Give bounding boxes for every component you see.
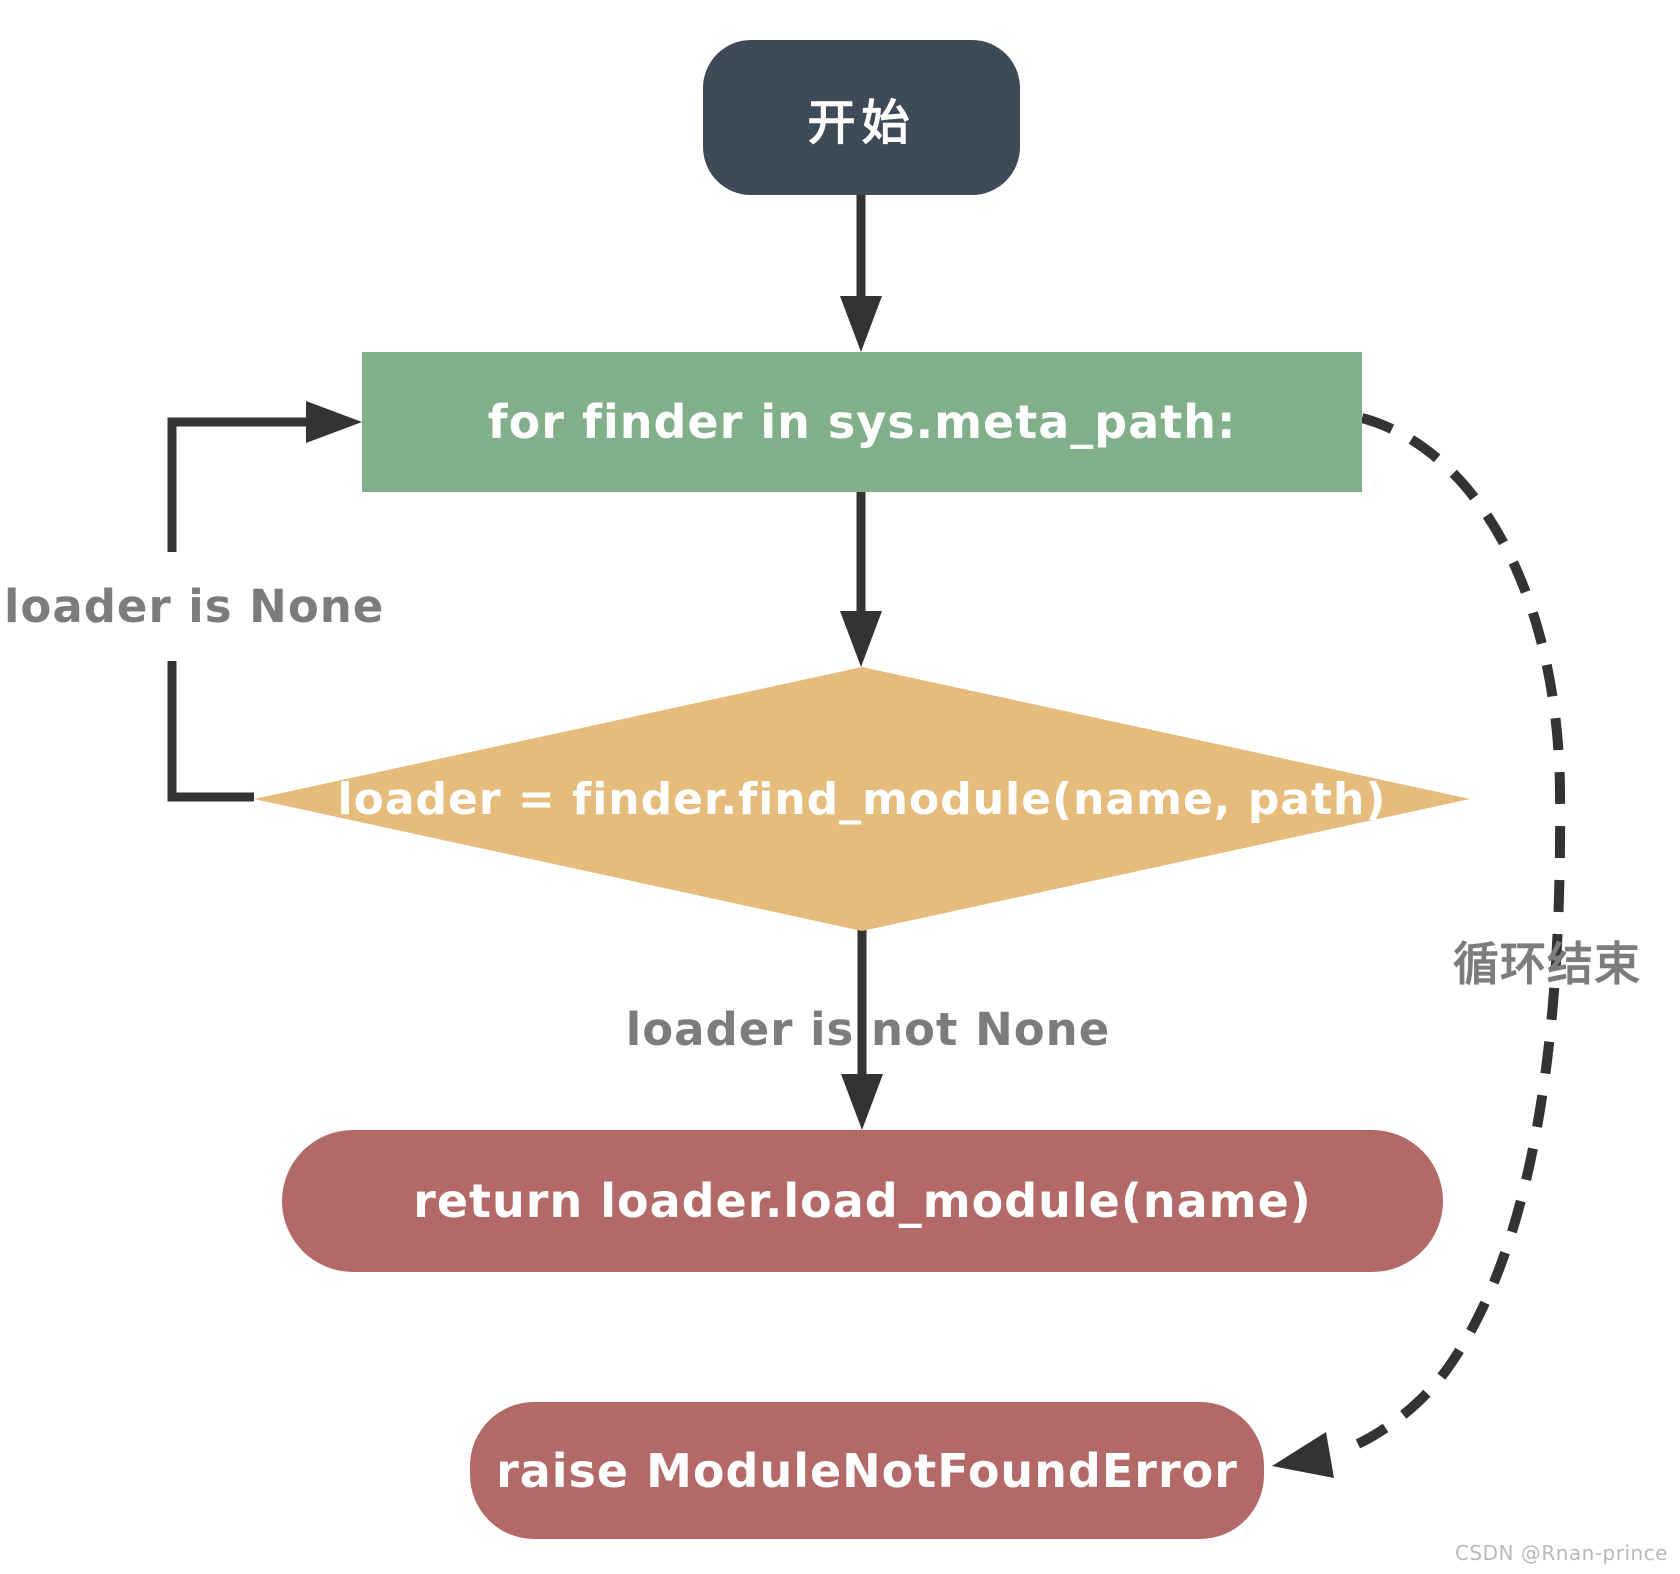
for-loop-node: [362, 352, 1362, 492]
watermark-text: CSDN @Rnan-prince: [1454, 1541, 1668, 1565]
decision-node-label: loader = finder.find_module(name, path): [337, 773, 1387, 825]
edge-label-loader-is-not-none: loader is not None: [625, 1003, 1111, 1056]
for-loop-node-label: for finder in sys.meta_path:: [487, 395, 1237, 449]
arrowhead-loop-back: [306, 401, 362, 443]
return-node-label: return loader.load_module(name): [413, 1174, 1312, 1228]
arrowhead-loop-end: [1272, 1432, 1334, 1478]
edge-label-loop-end: 循环结束: [1453, 937, 1641, 991]
return-node: [282, 1130, 1443, 1272]
arrow-loop-end-dashed: [1336, 413, 1566, 1457]
arrowhead-loop-to-decision: [840, 611, 882, 667]
decision-node: [254, 667, 1470, 931]
start-node-label: 开始: [807, 94, 916, 151]
edge-label-loader-is-none: loader is None: [0, 552, 399, 661]
raise-node-label: raise ModuleNotFoundError: [496, 1443, 1238, 1498]
arrowhead-decision-to-return: [841, 1074, 883, 1130]
arrowhead-start-to-loop: [840, 296, 882, 352]
start-node: [703, 40, 1020, 195]
raise-node: [470, 1402, 1264, 1539]
